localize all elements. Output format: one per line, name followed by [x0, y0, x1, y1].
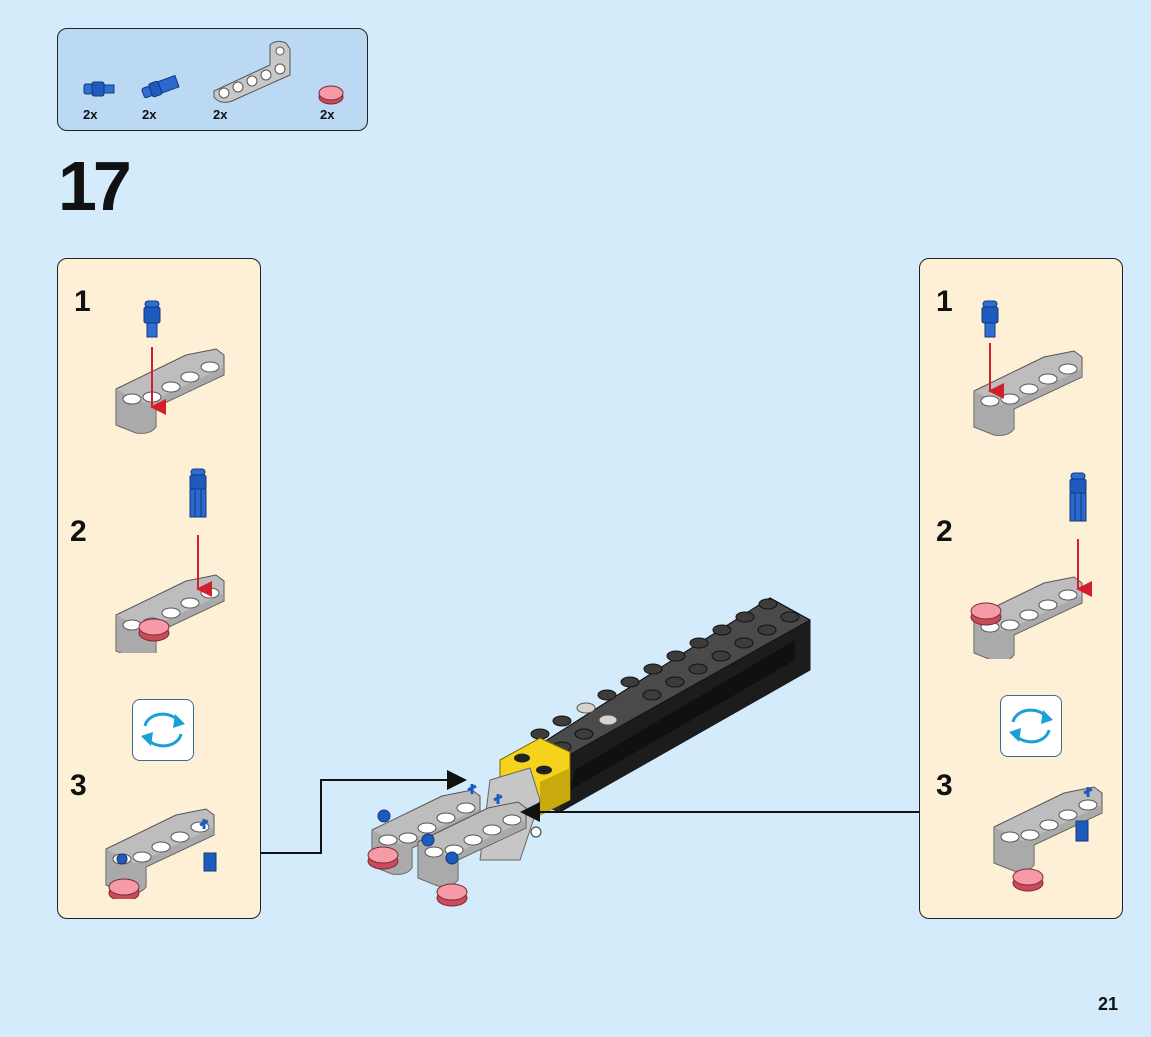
rotate-model-icon-box [132, 699, 194, 761]
substep-3-illustration [102, 803, 232, 899]
part-quantity: 2x [142, 107, 157, 122]
gray-l-beam-part [210, 39, 296, 105]
substep-1-label: 1 [936, 285, 953, 318]
substep-2-illustration [966, 469, 1096, 659]
substep-3-illustration [990, 781, 1120, 893]
substep-3-label: 3 [70, 769, 87, 802]
pink-round-tile-part [316, 83, 346, 107]
part-quantity: 2x [83, 107, 98, 122]
page-number: 21 [1097, 994, 1118, 1014]
light-studs [576, 702, 618, 726]
left-callout-arrow [260, 770, 467, 854]
brick-studs [530, 598, 800, 753]
right-substep-panel: 1 2 3 [919, 258, 1123, 919]
substep-2-label: 2 [70, 515, 87, 548]
substep-1-label: 1 [74, 285, 91, 318]
substep-2-label: 2 [936, 515, 953, 548]
blue-axle-pin-part [140, 73, 182, 101]
left-substep-panel: 1 2 3 [57, 258, 261, 919]
step-number: 17 [58, 147, 132, 225]
substep-1-illustration [966, 299, 1096, 449]
part-quantity: 2x [213, 107, 228, 122]
part-quantity: 2x [320, 107, 335, 122]
dark-gray-brick-assembly [499, 597, 812, 813]
parts-list-box: 2x 2x 2x 2x [57, 28, 368, 131]
blue-pin-short-part [82, 77, 116, 101]
rotate-model-icon-box [1000, 695, 1062, 757]
substep-1-illustration [108, 299, 238, 449]
substep-2-illustration [108, 463, 238, 653]
substep-3-label: 3 [936, 769, 953, 802]
